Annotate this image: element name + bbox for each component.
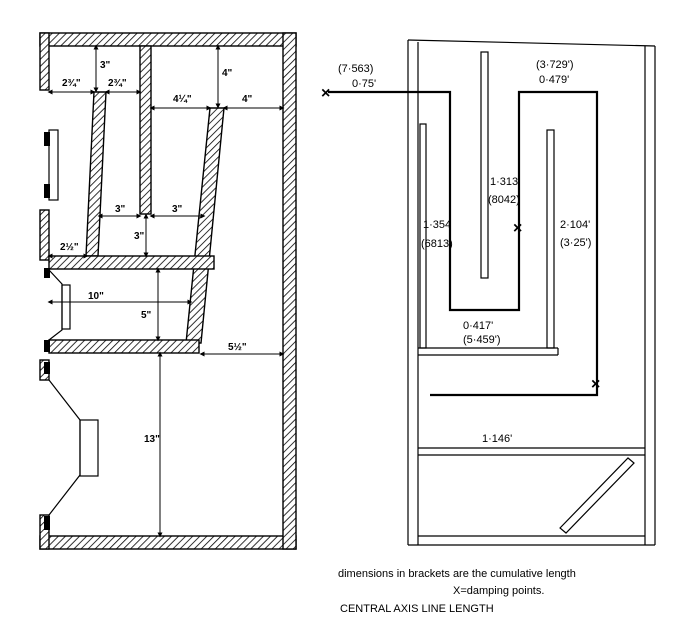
caption-line-1: dimensions in brackets are the cumulativ…	[338, 568, 576, 580]
segment-label: (7·563)	[338, 63, 373, 75]
dim-label: 3"	[115, 204, 126, 215]
segment-label: (5·459')	[463, 334, 501, 346]
right-wall	[282, 32, 297, 550]
segment-label: 1·354	[423, 219, 451, 231]
slanted-board	[559, 457, 635, 534]
cabinet-cross-section: 3" 2¾" 2¾" 4" 4¼" 4" 3" 3" 3" 2½" 10" 5"…	[39, 32, 297, 550]
baffle-left	[419, 123, 427, 349]
central-axis-line	[328, 90, 599, 397]
woofer-driver	[44, 362, 99, 530]
segment-label: 0·479'	[539, 74, 569, 86]
axis-path-diagram: × × × (7·563) 0·75' (3·729') 0·479' 1·31…	[321, 39, 656, 546]
segment-label: 0·75'	[352, 78, 376, 90]
dim-label: 4"	[242, 94, 253, 105]
left-wall-mid	[39, 209, 50, 261]
top-center-divider	[139, 45, 152, 215]
midrange-driver	[44, 268, 71, 352]
baffle-right	[546, 129, 555, 349]
segment-label: 1·146'	[482, 433, 512, 445]
segment-label: (6813)	[421, 238, 453, 250]
baffle-center	[480, 51, 489, 279]
tweeter-upper	[44, 129, 59, 201]
dim-label: 3"	[134, 231, 145, 242]
segment-label: 0·417'	[463, 320, 493, 332]
left-slanted-baffle	[85, 91, 107, 257]
segment-label: 2·104'	[560, 219, 590, 231]
dim-label: 5½"	[228, 342, 247, 353]
segment-label: (3·25')	[560, 237, 591, 249]
dim-label: 4¼"	[173, 94, 192, 105]
upper-shelf	[48, 255, 215, 270]
dim-label: 5"	[141, 310, 152, 321]
right-slanted-baffle	[185, 107, 225, 344]
left-wall-bottom	[39, 514, 50, 550]
left-wall-upper	[39, 32, 50, 91]
top-wall	[39, 32, 297, 47]
lower-shelf	[48, 339, 200, 354]
dim-label: 2½"	[60, 242, 79, 253]
bottom-wall	[39, 535, 297, 550]
caption-line-3: CENTRAL AXIS LINE LENGTH	[340, 603, 494, 615]
segment-label: 1·313'	[490, 176, 520, 188]
dim-label: 4"	[222, 68, 233, 79]
dim-label: 3"	[172, 204, 183, 215]
damping-point-marker: ×	[321, 85, 330, 102]
damping-point-marker: ×	[591, 376, 600, 393]
segment-label: (8042)	[488, 194, 520, 206]
dim-label: 10"	[88, 291, 104, 302]
segment-label: (3·729')	[536, 59, 574, 71]
damping-point-marker: ×	[513, 220, 522, 237]
dim-label: 3"	[100, 60, 111, 71]
dim-label: 2¾"	[108, 78, 127, 89]
caption-line-2: X=damping points.	[453, 585, 544, 597]
dim-label: 13"	[144, 434, 160, 445]
dim-label: 2¾"	[62, 78, 81, 89]
